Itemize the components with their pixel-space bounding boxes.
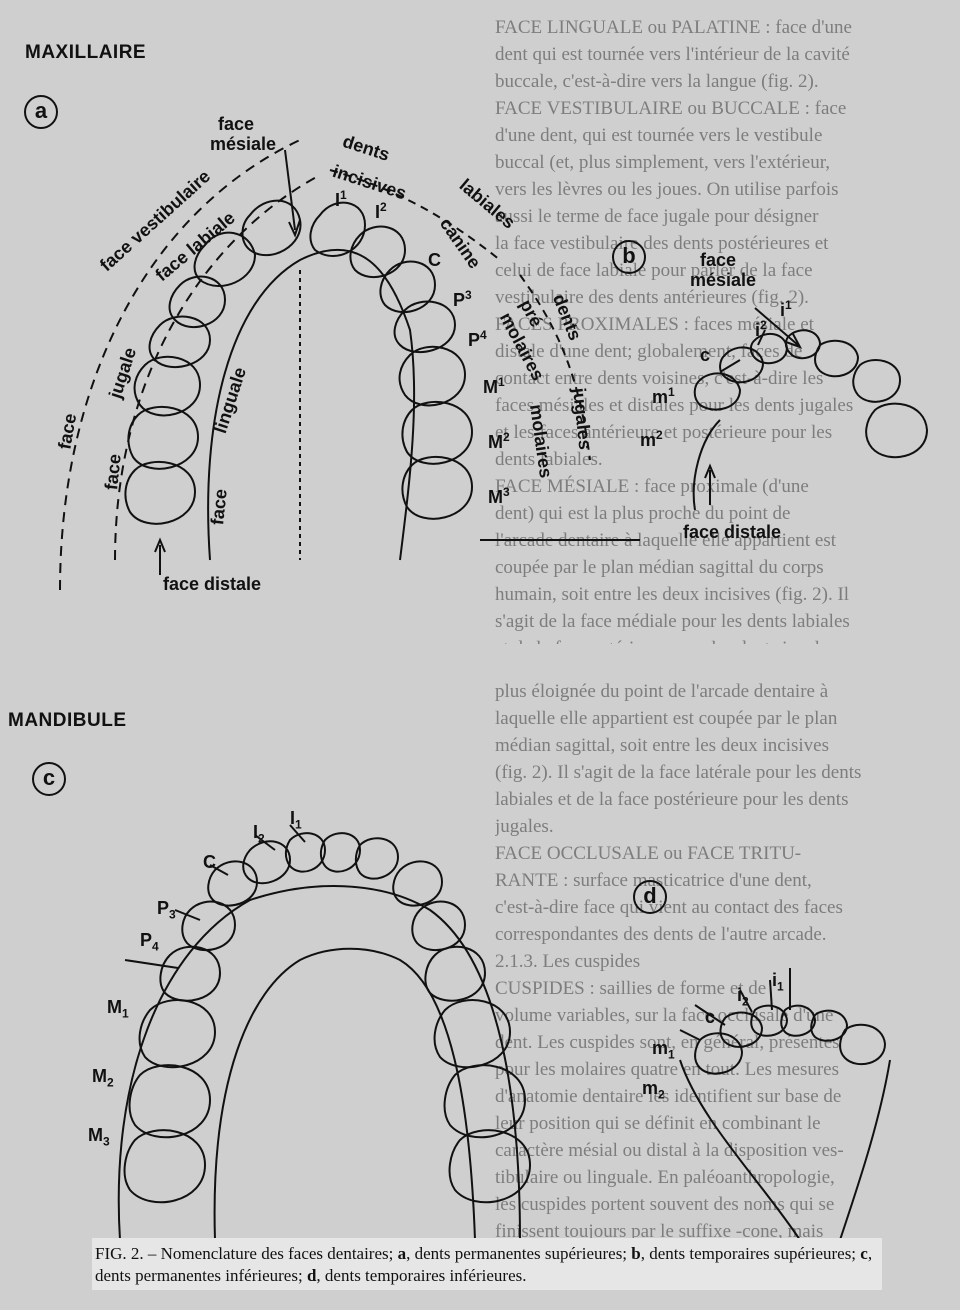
caption-b: b [631,1244,640,1263]
label-P3: P3 [453,288,472,311]
caption-d-text: , dents temporaires inférieures. [316,1266,526,1285]
label-face-mesiale-2: mésiale [210,134,276,155]
panel-a-letter: a [24,95,58,129]
label-P4: P4 [468,328,487,351]
label-d-m1: m1 [652,1038,675,1062]
upper-temporary-arch [694,308,927,510]
label-M1: M1 [483,375,505,398]
label-c-C: C [203,852,216,873]
label-b-face-distale: face distale [683,522,781,543]
label-b-mesiale: mésiale [690,270,756,291]
label-d-m2: m2 [642,1078,665,1102]
panel-a-title: MAXILLAIRE [25,42,146,64]
caption-a: a [398,1244,407,1263]
panel-c-title: MANDIBULE [8,710,127,732]
label-c-M2: M2 [92,1066,114,1090]
upper-permanent-arch [60,140,640,590]
label-b-c: c [700,345,710,366]
label-d-i1: i1 [772,970,784,994]
left-teeth [125,201,300,524]
b-c-leader [720,360,740,372]
label-M3: M3 [488,485,510,508]
label-b-i2: i2 [755,318,767,341]
figure-caption: FIG. 2. – Nomenclature des faces dentair… [95,1243,895,1287]
label-I2: I2 [375,200,387,223]
label-face-linguale: face [207,488,232,526]
label-face-mesiale-1: face [218,114,254,135]
caption-a-text: , dents permanentes supérieures; [406,1244,631,1263]
panel-c-letter: c [32,762,66,796]
lower-permanent-arch [119,825,530,1240]
label-b-m1: m1 [652,385,675,408]
label-b-i1: i1 [780,298,792,321]
label-c-M3: M3 [88,1125,110,1149]
label-d-c: c [705,1007,715,1028]
caption-b-text: , dents temporaires supérieures; [641,1244,861,1263]
caption-d: d [307,1266,316,1285]
label-b-face: face [700,250,736,271]
panel-b-letter: b [612,240,646,274]
d-m1-leader [680,1030,700,1040]
label-C: C [428,250,441,271]
label-c-P3: P3 [157,898,176,922]
caption-text: – Nomenclature des faces dentaires; [144,1244,398,1263]
label-c-M1: M1 [107,997,129,1021]
label-face-jugale: face [101,453,126,491]
label-c-I1: I1 [290,808,302,832]
label-d-i2: i2 [737,985,749,1009]
caption-fig: FIG. 2. [95,1244,144,1263]
panel-d-letter: d [633,880,667,914]
caption-c: c [860,1244,868,1263]
label-I1: I1 [335,188,347,211]
label-face-distale: face distale [163,574,261,595]
label-c-I2: I2 [253,822,265,846]
label-M2: M2 [488,430,510,453]
label-c-P4: P4 [140,930,159,954]
label-b-m2: m2 [640,428,663,451]
c-p4-leader [125,960,178,968]
